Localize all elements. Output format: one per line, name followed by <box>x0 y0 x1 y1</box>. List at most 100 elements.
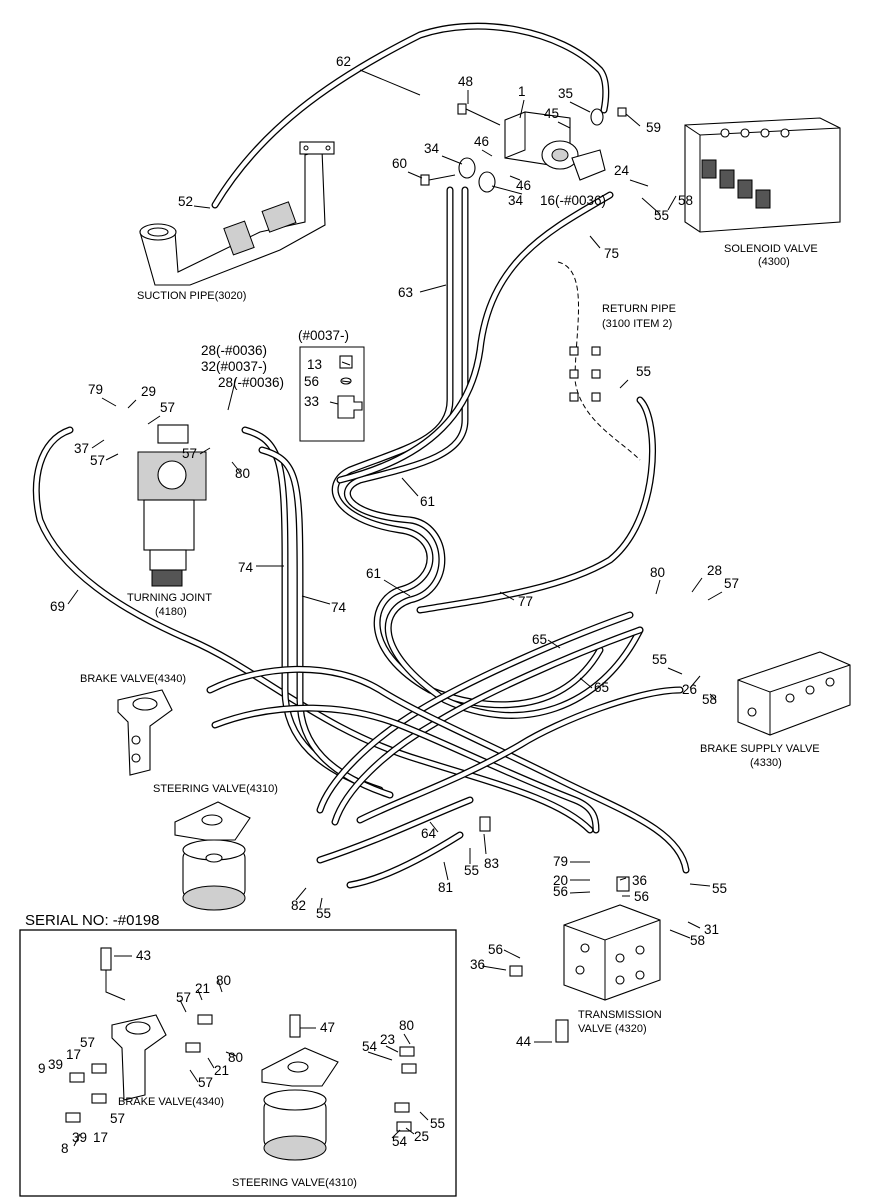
callout-83: 83 <box>484 856 499 871</box>
leader-line <box>197 989 203 1001</box>
turning-joint-code: (4180) <box>155 606 187 618</box>
clamp-35 <box>590 108 604 126</box>
leader-line <box>481 965 507 971</box>
transmission-valve <box>563 904 661 1001</box>
leader-line <box>641 197 661 215</box>
callout-17b: 17 <box>93 1130 108 1145</box>
leader-line <box>687 921 701 929</box>
hose-steer <box>316 796 474 864</box>
turning-joint <box>137 424 207 587</box>
leader-line <box>429 821 439 833</box>
leader-line <box>127 399 137 409</box>
leader-line <box>619 877 627 881</box>
inset-steering-valve <box>261 1014 339 1161</box>
inset-small-fittings <box>65 1014 417 1132</box>
leader-line <box>383 579 411 597</box>
callout-33: 33 <box>304 394 319 409</box>
leader-line <box>401 477 419 497</box>
leader-line <box>419 284 447 293</box>
callout-79a: 79 <box>88 382 103 397</box>
fitting-44 <box>555 1019 569 1043</box>
callout-44: 44 <box>516 1034 532 1049</box>
callout-13: 13 <box>307 357 322 372</box>
brake-supply-valve-name: BRAKE SUPPLY VALVE <box>700 743 820 755</box>
brake-valve-label: BRAKE VALVE(4340) <box>80 673 186 685</box>
callout-57h: 57 <box>110 1111 125 1126</box>
callout-1: 1 <box>518 84 526 99</box>
serial-inset-title: SERIAL NO: -#0198 <box>25 912 160 929</box>
callout-9: 9 <box>38 1061 46 1076</box>
leader-line <box>419 1111 429 1121</box>
leader-line <box>557 121 571 129</box>
serial-inset-frame <box>19 929 457 1197</box>
callout-26: 26 <box>682 682 697 697</box>
callout-45: 45 <box>544 106 559 121</box>
plug-83 <box>479 816 491 832</box>
leader-line <box>73 1133 81 1147</box>
callout-80b: 80 <box>650 565 665 580</box>
callout-80d: 80 <box>399 1018 414 1033</box>
leader-line <box>231 461 241 473</box>
callout-75: 75 <box>604 246 619 261</box>
callout-54a: 54 <box>362 1039 378 1054</box>
callout-74b: 74 <box>331 600 347 615</box>
leader-line <box>569 101 591 113</box>
callout-52: 52 <box>178 194 193 209</box>
leader-line <box>441 155 463 165</box>
callout-61b: 61 <box>366 566 381 581</box>
hose-brake2 <box>211 704 600 834</box>
callout-57e: 57 <box>176 990 191 1005</box>
leader-line <box>91 439 105 449</box>
callout-54b: 54 <box>392 1134 408 1149</box>
leader-line <box>193 205 211 209</box>
callout-58b: 58 <box>702 692 717 707</box>
top-pump-block <box>504 111 606 181</box>
leader-line <box>579 677 593 689</box>
leader-line <box>403 1033 411 1045</box>
inset-brake-valve <box>100 947 167 1101</box>
callout-56b: 56 <box>553 884 568 899</box>
leader-line <box>329 401 339 405</box>
leader-line <box>709 693 717 701</box>
callout-55c: 55 <box>652 652 667 667</box>
solenoid-valve-name: SOLENOID VALVE <box>724 243 818 255</box>
callout-63: 63 <box>398 285 413 300</box>
leader-line <box>491 185 523 195</box>
callout-34b: 34 <box>508 193 524 208</box>
bolt-48 <box>457 103 501 126</box>
hose-brake1 <box>206 665 690 874</box>
callout-25: 25 <box>414 1129 429 1144</box>
callout-55g: 55 <box>430 1116 445 1131</box>
callout-39a: 39 <box>48 1057 63 1072</box>
leader-line <box>691 577 703 593</box>
leader-line <box>179 999 187 1013</box>
flange-34a <box>458 157 476 179</box>
callout-47: 47 <box>320 1020 335 1035</box>
leader-line <box>407 171 423 179</box>
hose-69 <box>32 426 594 834</box>
callout-64: 64 <box>421 826 437 841</box>
callout-62: 62 <box>336 54 351 69</box>
callout-28a: 28(-#0036) <box>201 343 267 358</box>
callout-82: 82 <box>291 898 306 913</box>
transmission-valve-name: TRANSMISSION <box>578 1009 662 1021</box>
callout-59: 59 <box>646 120 661 135</box>
brake-supply-valve-code: (4330) <box>750 757 782 769</box>
suction-pipe <box>139 141 335 286</box>
leader-line <box>295 887 307 901</box>
leader-line <box>341 361 351 366</box>
hose-64 <box>356 686 684 824</box>
callout-28c: 28 <box>707 563 722 578</box>
callout-35: 35 <box>558 86 573 101</box>
callout-65b: 65 <box>594 680 609 695</box>
callout-56d: 56 <box>488 942 503 957</box>
hose-81 <box>346 831 464 889</box>
callout-leaders <box>67 69 723 1147</box>
callout-32: 32(#0037-) <box>201 359 267 374</box>
leader-line <box>667 667 683 675</box>
steering-valve <box>174 801 251 911</box>
leader-line <box>385 1045 399 1053</box>
flange-34b <box>478 171 496 193</box>
leader-line <box>499 591 515 601</box>
brake-valve <box>117 689 173 776</box>
